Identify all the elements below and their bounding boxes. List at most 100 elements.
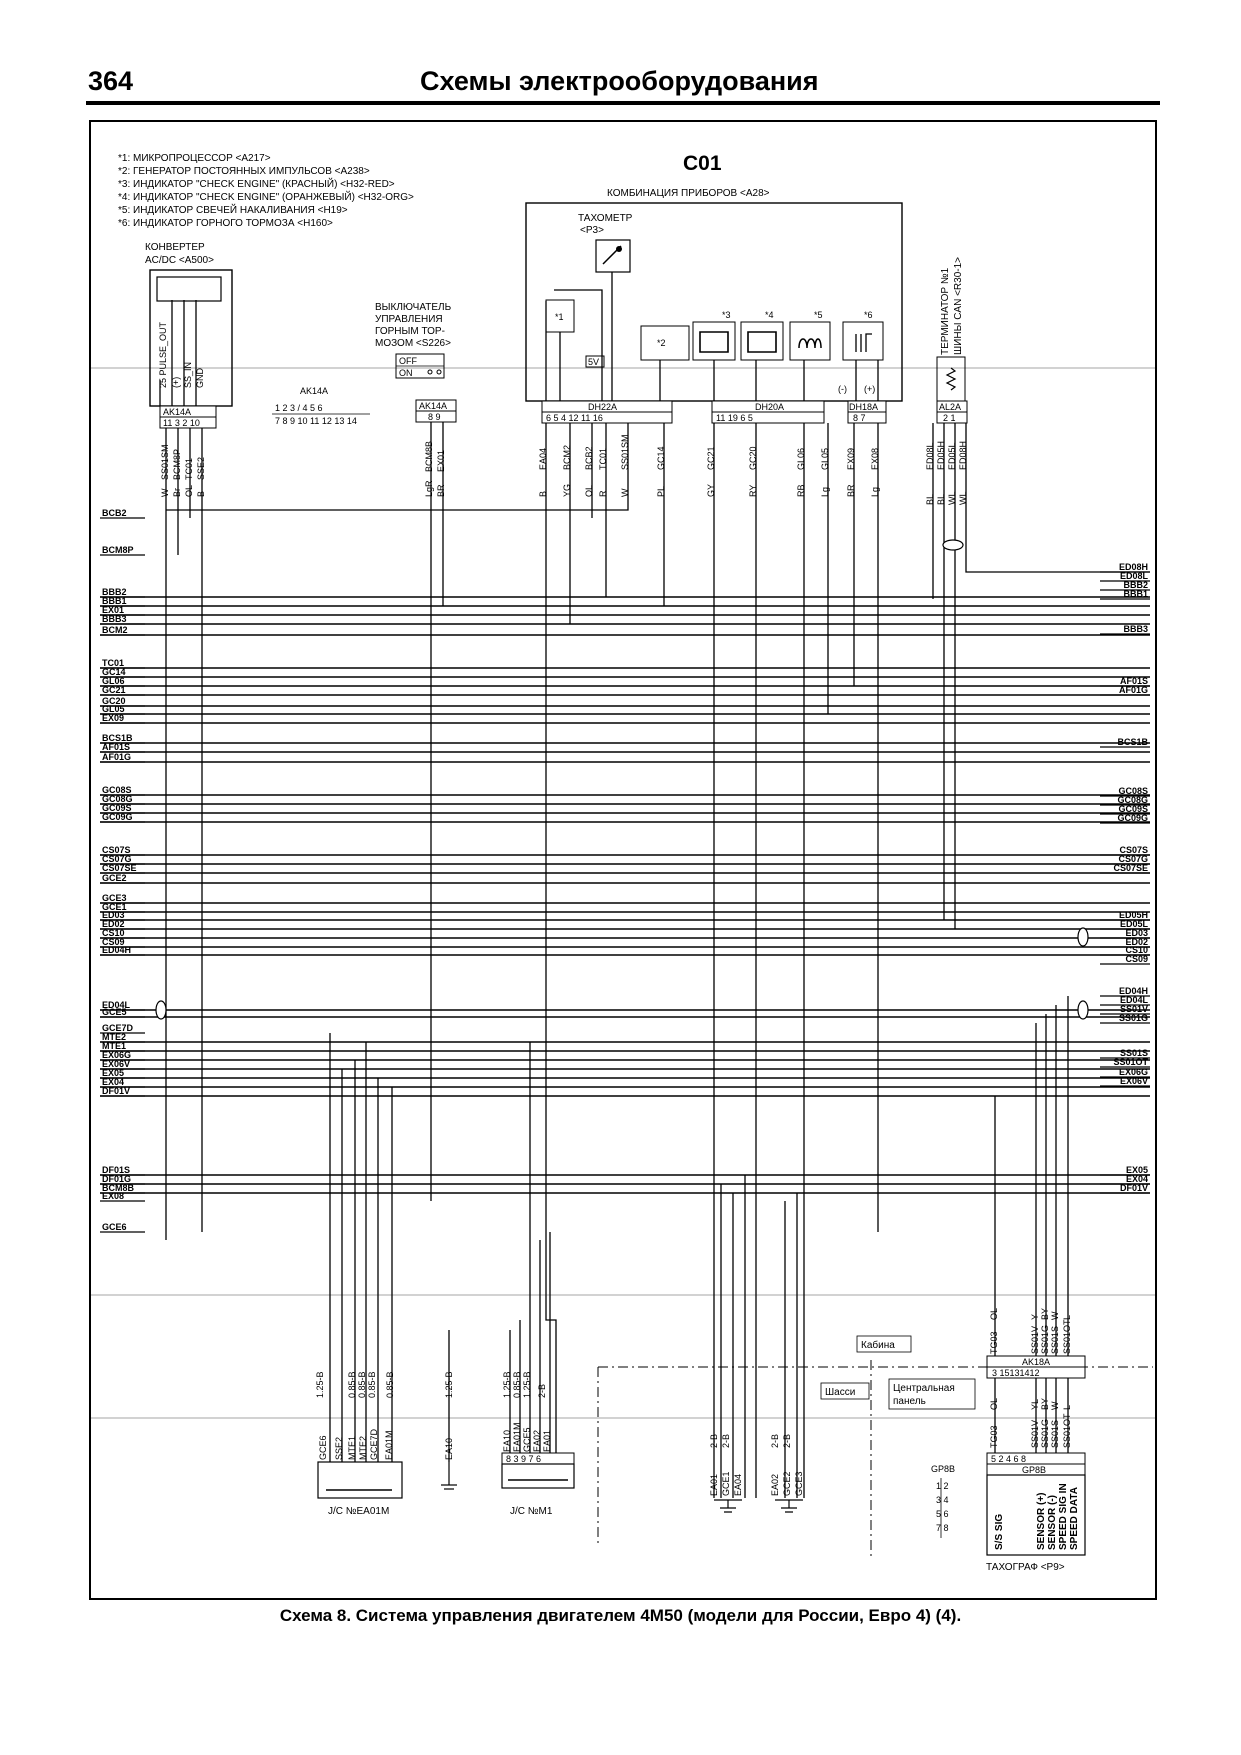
left-bus-6: BBB3 [102,614,127,624]
tacho-pin-ss-sig: S/S SIG [994,1514,1005,1550]
color-w: W [160,488,170,497]
right-bus-3: BBB2 [1123,580,1148,590]
ak14a-legend-name: AK14A [300,386,328,396]
brake-switch-title-4: МОЗОМ <S226> [375,338,451,349]
left-bus-4: BBB1 [102,596,127,606]
component-notes: *1: МИКРОПРОЦЕССОР <A217> *2: ГЕНЕРАТОР … [118,153,414,229]
right-bus-2: ED08L [1120,571,1149,581]
converter-connector: AK14A [163,407,191,417]
color-br2: BR [436,484,446,497]
left-bus-10: GL06 [102,676,125,686]
left-bus-44: DF01G [102,1174,131,1184]
gnd-size-1: 2-B [709,1434,719,1448]
converter-pins: 11 3 2 10 [163,418,200,428]
ak18a-bottom-color-4: W [1050,1401,1060,1410]
right-bus-32: DF01V [1120,1183,1148,1193]
dh18a-pins: 8 7 [853,413,866,423]
gnd-size-2: 2-B [721,1434,731,1448]
ak18a-top-color-4: W [1050,1311,1060,1320]
jc-m1-size-4: 2-B [537,1384,547,1398]
ak18a-top-wire-4: SS01S [1050,1326,1060,1354]
check-engine-orange-icon [747,331,777,353]
pin-ss-in: SS_IN [183,362,193,388]
wire-trace-22 [965,423,1150,573]
ak18a-bottom-color-2: YL [1030,1399,1040,1410]
tachograph: 5 2 4 6 8 GP8B S/S SIG SENSOR (+) SENSOR… [986,1452,1086,1573]
brake-switch: ВЫКЛЮЧАТЕЛЬ УПРАВЛЕНИЯ ГОРНЫМ ТОР- МОЗОМ… [375,302,457,497]
dh20a-color-1: GY [706,484,716,497]
right-bus-16: ED05H [1119,910,1148,920]
brake-switch-connector: AK14A [419,401,447,411]
diagram-frame [89,120,1157,1600]
terminator-color-2: BL [936,494,946,505]
brake-switch-title-1: ВЫКЛЮЧАТЕЛЬ [375,302,452,313]
ak18a-bottom-color-3: BY [1040,1398,1050,1410]
zone-chassis: Шасси [825,1387,855,1398]
left-bus-18: GC08S [102,785,132,795]
dh18a-color-2: Lg [870,487,880,497]
color-lgr: LgR [424,480,434,497]
left-bus-40: EX05 [102,1068,124,1078]
dh22a-wire-2: BCM2 [562,445,572,470]
left-bus-34: GCE5 [102,1007,127,1017]
note-6: *6: ИНДИКАТОР ГОРНОГО ТОРМОЗА <H160> [118,218,333,229]
right-bus-23: ED04L [1120,995,1149,1005]
ak18a-connector: OL Y BY W L TG03 SS01V SS01G SS01S SS01O… [986,1308,1086,1448]
pin-pulse-out: 25 PULSE_OUT [158,321,168,388]
figure-caption: Схема 8. Система управления двигателем 4… [279,1606,962,1625]
left-bus-14: EX09 [102,713,124,723]
check-engine-red-icon [699,331,729,353]
left-bus-21: GC09G [102,812,133,822]
jc-m1-wire-4: EA02 [532,1430,542,1452]
jc-ea01m-name: J/C №EA01M [328,1506,389,1517]
left-bus-16: AF01S [102,742,130,752]
dh22a-name: DH22A [588,402,617,412]
left-bus-47: GCE6 [102,1222,127,1232]
dh20a-color-4: Lg [820,487,830,497]
left-bus-19: GC08G [102,794,133,804]
ak18a-bottom-wire-2: SS01V [1030,1420,1040,1448]
tacho-conn-pins: 5 2 4 6 8 [991,1454,1026,1464]
right-bus-31: EX04 [1126,1174,1148,1184]
terminator-wire-2: ED05H [936,441,946,470]
fold-lines [91,367,1155,1419]
star1-label: *1 [555,312,564,322]
gnd2-wire-1: EA02 [770,1474,780,1496]
ak18a-bottom-wire-4: SS01S [1050,1420,1060,1448]
jc-m1-name: J/C №M1 [510,1506,553,1517]
dh20a-wire-2: GC20 [748,446,758,470]
dh18a-color-1: BR [846,484,856,497]
jc-ea01m-size-2: 0.85-B [347,1371,357,1398]
brake-switch-title-3: ГОРНЫМ ТОР- [375,326,445,337]
right-bus-14: CS07G [1118,854,1148,864]
left-bus-20: GC09S [102,803,132,813]
bus-lines [100,517,1150,1233]
left-bus-37: MTE1 [102,1041,126,1051]
right-bus-labels: ED08HED08LBBB2BBB1BBB3AF01SAF01GBCS1BGC0… [1113,562,1148,1193]
note-3: *3: ИНДИКАТОР "CHECK ENGINE" (КРАСНЫЙ) <… [118,177,395,190]
ak18a-bottom-wire-5: SS01OT [1062,1413,1072,1448]
dh20a-wire-4: GL05 [820,448,830,470]
left-bus-26: GCE3 [102,893,127,903]
left-bus-5: EX01 [102,605,124,615]
star4-label: *4 [765,310,774,320]
star6-label: *6 [864,310,873,320]
note-1: *1: МИКРОПРОЦЕССОР <A217> [118,153,271,164]
right-bus-6: AF01S [1120,676,1148,686]
gnd-size-3: 2-B [770,1434,780,1448]
jc-ea01m-wire-3: MTE1 [347,1436,357,1460]
cluster-5v: 5V [588,357,599,367]
right-bus-11: GC09S [1118,804,1148,814]
jc-ea01m-wire-4: MTE2 [358,1436,368,1460]
jc-m1-size-1: 1.25-B [502,1371,512,1398]
terminator-wire-1: ED08L [925,442,935,470]
left-bus-3: BBB2 [102,587,127,597]
left-bus-13: GL05 [102,704,125,714]
zone-cabin: Кабина [861,1339,895,1351]
wire-bcm8p: BCM8P [172,449,182,480]
left-bus-12: GC20 [102,696,126,706]
converter-ac-dc: КОНВЕРТЕР AC/DC <A500> 25 PULSE_OUT (+) … [145,242,233,497]
dh22a-wire-1: EA04 [538,448,548,470]
jc-m1-wire-3: GCE5 [522,1427,532,1452]
left-bus-9: GC14 [102,667,126,677]
